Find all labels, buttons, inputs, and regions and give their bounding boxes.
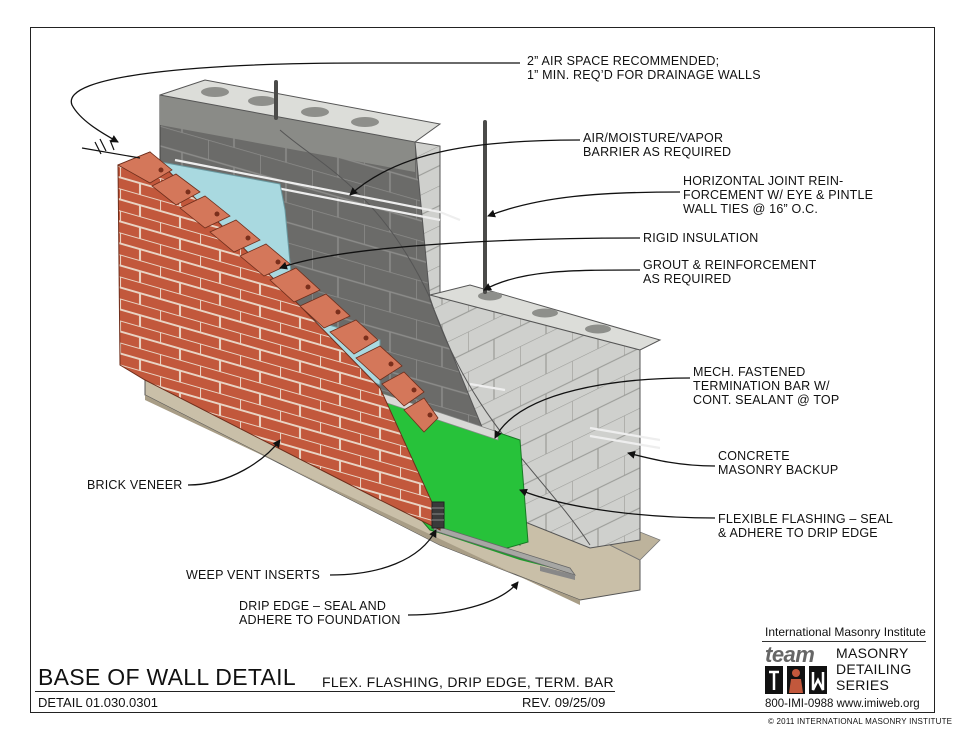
- callout-grout: GROUT & REINFORCEMENT AS REQUIRED: [643, 258, 817, 286]
- brick-veneer-leader: [187, 439, 281, 486]
- revision-date: REV. 09/25/09: [522, 695, 606, 710]
- callout-weep-vents: WEEP VENT INSERTS: [186, 568, 320, 582]
- cmu-backup-leader: [627, 450, 716, 467]
- weep-vent-leader: [329, 529, 437, 576]
- callout-air-space: 2” AIR SPACE RECOMMENDED; 1” MIN. REQ’D …: [527, 54, 761, 82]
- callout-joint-reinforcement: HORIZONTAL JOINT REIN- FORCEMENT W/ EYE …: [683, 174, 874, 216]
- weep-vent-inserts: [431, 501, 445, 529]
- detail-subtitle: FLEX. FLASHING, DRIP EDGE, TERM. BAR: [322, 674, 614, 690]
- termination-bar-leader: [494, 377, 691, 439]
- cmu-backup-end-face: [159, 79, 662, 549]
- team-logo-word: team: [765, 642, 815, 667]
- drawing-frame: [30, 27, 935, 713]
- callout-rigid-insulation: RIGID INSULATION: [643, 231, 759, 245]
- brick-veneer: [117, 151, 441, 531]
- leader-lines: [70, 62, 716, 616]
- title-rule: [35, 691, 615, 692]
- detail-title: BASE OF WALL DETAIL: [38, 664, 296, 690]
- callout-brick-veneer: BRICK VENEER: [87, 478, 183, 492]
- contact-info[interactable]: 800-IMI-0988 www.imiweb.org: [765, 698, 920, 710]
- drip-edge: [428, 523, 577, 580]
- callout-termination-bar: MECH. FASTENED TERMINATION BAR W/ CONT. …: [693, 365, 840, 407]
- callout-barrier: AIR/MOISTURE/VAPOR BARRIER AS REQUIRED: [583, 131, 732, 159]
- joint-reinforcement-leader: [487, 191, 681, 218]
- detail-number: DETAIL 01.030.0301: [38, 695, 158, 710]
- grout-leader: [483, 269, 641, 291]
- series-line-3: SERIES: [836, 677, 890, 693]
- air-space-dimension: [81, 138, 141, 159]
- air-space-leader: [70, 62, 520, 143]
- imi-logo-mark: [765, 666, 827, 694]
- callout-cmu-backup: CONCRETE MASONRY BACKUP: [718, 449, 839, 477]
- logo-rule: [762, 641, 926, 642]
- organization-name: International Masonry Institute: [765, 625, 926, 639]
- callout-flashing: FLEXIBLE FLASHING – SEAL & ADHERE TO DRI…: [718, 512, 894, 540]
- callout-drip-edge: DRIP EDGE – SEAL AND ADHERE TO FOUNDATIO…: [239, 599, 401, 627]
- drip-edge-leader: [407, 581, 519, 616]
- barrier-leader: [349, 139, 581, 196]
- rigid-insulation-leader: [279, 237, 641, 270]
- series-line-2: DETAILING: [836, 661, 912, 677]
- series-line-1: MASONRY: [836, 645, 909, 661]
- flashing-leader: [519, 488, 716, 519]
- copyright-notice: © 2011 INTERNATIONAL MASONRY INSTITUTE: [768, 717, 953, 726]
- vertical-rebar: [274, 80, 487, 294]
